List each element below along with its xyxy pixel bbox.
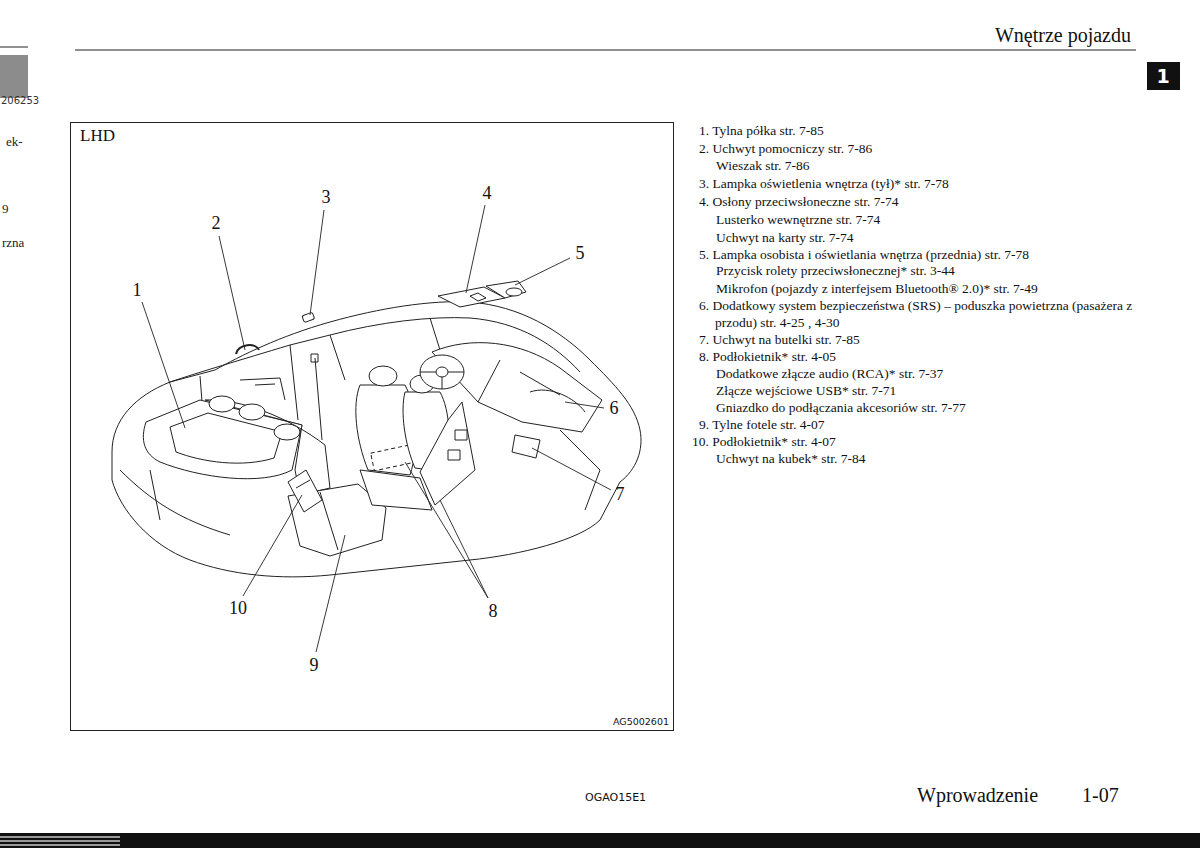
list-subitem: Lusterko wewnętrzne str. 7-74 [716, 211, 880, 228]
list-item: 8. Podłokietnik* str. 4-05 [699, 348, 836, 365]
bottom-stripes [0, 836, 120, 846]
list-subitem: Mikrofon (pojazdy z interfejsem Bluetoot… [716, 280, 1038, 297]
list-subitem: Dodatkowe złącze audio (RCA)* str. 7-37 [716, 365, 943, 382]
chapter-tab [1147, 62, 1180, 90]
list-item: 10. Podłokietnik* str. 4-07 [692, 433, 836, 450]
leader-lines [142, 205, 611, 652]
callout-number: 9 [310, 655, 319, 676]
page-number: 1-07 [1082, 784, 1119, 807]
figure-code: AG5002601 [613, 716, 669, 727]
header-rule [75, 49, 1136, 50]
list-subitem: Wieszak str. 7-86 [716, 157, 810, 174]
callout-number: 10 [229, 598, 247, 619]
callout-number: 6 [610, 398, 619, 419]
callout-number: 2 [212, 213, 221, 234]
document-code: OGAO15E1 [585, 791, 646, 804]
section-name: Wprowadzenie [917, 784, 1038, 807]
list-item: 1. Tylna półka str. 7-85 [699, 122, 824, 139]
list-item: 7. Uchwyt na butelki str. 7-85 [699, 331, 860, 348]
list-subitem: Uchwyt na karty str. 7-74 [716, 229, 854, 246]
callout-number: 5 [576, 243, 585, 264]
callout-number: 8 [489, 601, 498, 622]
margin-fragment: 9 [2, 201, 9, 217]
car-interior-illustration [112, 281, 641, 577]
bottom-bar [0, 833, 1200, 848]
callout-number: 4 [483, 183, 492, 204]
list-subitem: Gniazdko do podłączania akcesoriów str. … [716, 399, 966, 416]
list-subitem: Przycisk rolety przeciwsłonecznej* str. … [716, 262, 955, 279]
margin-fragment: rzna [2, 235, 24, 251]
margin-code: 206253 [1, 95, 39, 106]
list-subitem: Uchwyt na kubek* str. 7-84 [716, 450, 866, 467]
callout-number: 3 [322, 187, 331, 208]
list-item: 9. Tylne fotele str. 4-07 [699, 416, 825, 433]
margin-fragment: ek- [6, 134, 23, 150]
chapter-number: 1 [1156, 65, 1169, 87]
list-item: 3. Lampka oświetlenia wnętrza (tył)* str… [699, 175, 949, 192]
callout-number: 7 [616, 484, 625, 505]
callout-number: 1 [133, 280, 142, 301]
list-item: 2. Uchwyt pomocniczy str. 7-86 [699, 140, 872, 157]
list-item: 5. Lampka osobista i oświetlania wnętrza… [699, 246, 1029, 263]
margin-tab [0, 55, 28, 98]
list-item: 6. Dodatkowy system bezpieczeństwa (SRS)… [699, 297, 1144, 331]
frame-heading: LHD [80, 126, 115, 146]
running-header: Wnętrze pojazdu [995, 24, 1131, 47]
figure-frame: LHD AG5002601 [70, 122, 674, 731]
list-item: 4. Osłony przeciwsłoneczne str. 7-74 [699, 193, 898, 210]
margin-rule [0, 47, 28, 48]
list-subitem: Złącze wejściowe USB* str. 7-71 [716, 382, 896, 399]
